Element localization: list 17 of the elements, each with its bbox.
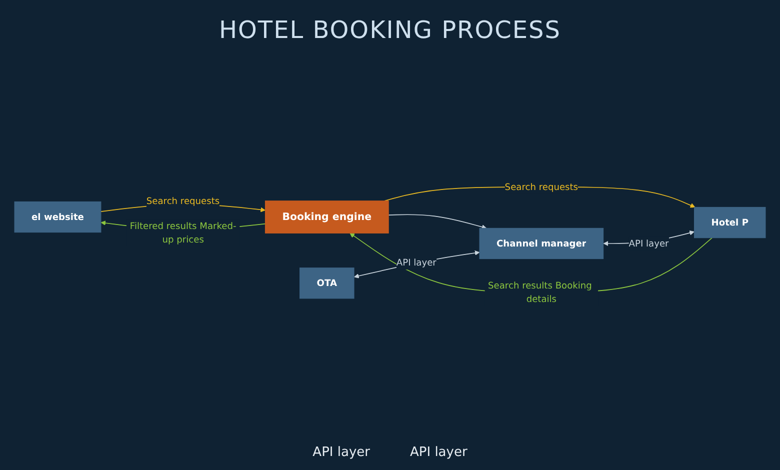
node-box: el website [14, 201, 102, 233]
edge-label: Search requests [146, 195, 220, 206]
node-box: Hotel P [694, 206, 766, 238]
node-box: Booking engine [264, 200, 389, 234]
arrow [350, 232, 712, 293]
edge-label: API layer [396, 257, 436, 268]
arrow [354, 250, 480, 278]
edge-label: Filtered results Marked-up prices [130, 220, 236, 245]
node-box: Channel manager [479, 228, 604, 260]
edge-label: Search results Booking details [488, 280, 592, 304]
note-label: API layer [410, 445, 468, 460]
diagram-title: HOTEL BOOKING PROCESS [218, 16, 562, 46]
note-label: API layer [312, 445, 370, 460]
arrow [388, 214, 487, 230]
edge-label: Search requests [504, 181, 578, 192]
edge-label: API layer [628, 238, 669, 249]
node-box: OTA [300, 268, 354, 299]
